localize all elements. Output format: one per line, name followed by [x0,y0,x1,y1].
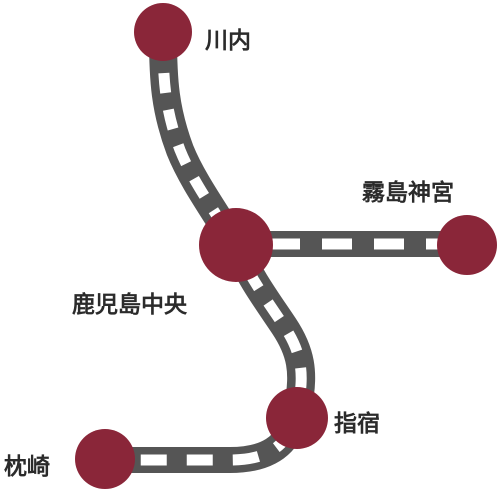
station-marker-ibusuki [266,387,328,449]
station-marker-kirishima [437,215,497,275]
station-marker-makurazaki [75,429,135,489]
station-marker-kagoshima-chuo [199,208,273,282]
station-label-kirishima: 霧島神宮 [362,179,454,206]
station-marker-sendai [134,3,192,61]
station-label-makurazaki: 枕崎 [4,454,50,480]
station-label-kagoshima-chuo: 鹿児島中央 [72,291,188,318]
station-label-ibusuki: 指宿 [334,410,380,437]
station-label-sendai: 川内 [205,28,251,54]
